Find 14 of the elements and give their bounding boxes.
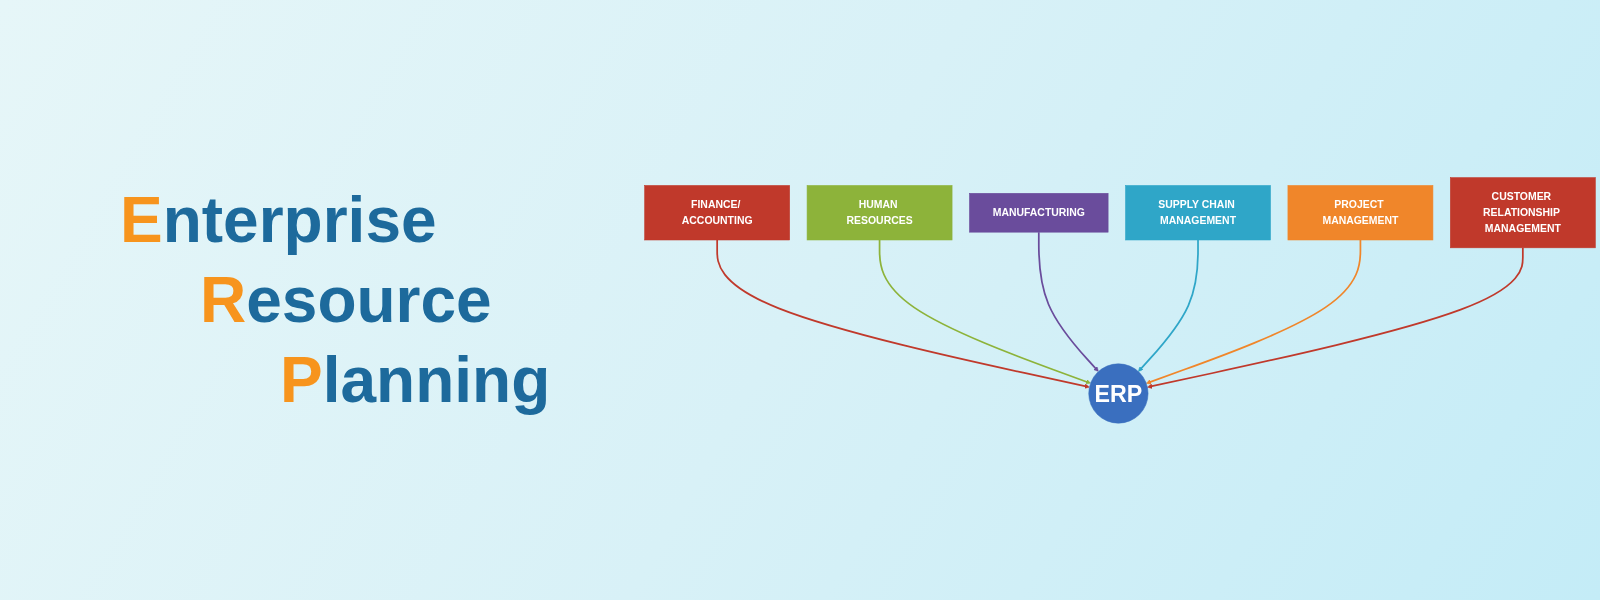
arrow <box>1146 238 1362 384</box>
node-box: CUSTOMER RELATIONSHIP MANAGEMENT <box>1450 176 1596 248</box>
node-box: SUPPLY CHAIN MANAGEMENT <box>1125 184 1271 240</box>
node-box: MANUFACTURING <box>969 192 1109 233</box>
arrow <box>1037 230 1099 372</box>
node-circle: ERP <box>1088 363 1149 424</box>
title: Enterprise Resource Planning <box>119 183 552 418</box>
node-box: PROJECT MANAGEMENT <box>1287 184 1434 240</box>
arrow <box>1138 238 1199 372</box>
node-box: HUMAN RESOURCES <box>806 184 953 240</box>
node-box: FINANCE/ ACCOUNTING <box>644 184 790 240</box>
arrow <box>878 238 1091 384</box>
arrow <box>1147 246 1524 389</box>
arrow <box>716 238 1090 389</box>
